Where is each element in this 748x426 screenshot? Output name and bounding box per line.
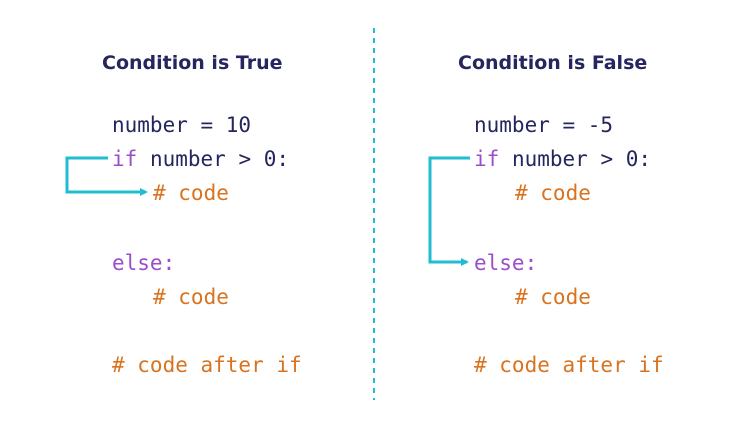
left-else-line: else: xyxy=(112,251,176,275)
right-if-keyword: if xyxy=(474,147,500,171)
left-if-line: if number > 0: xyxy=(112,149,289,170)
right-if-condition: number > 0: xyxy=(499,147,652,171)
left-if-body: # code xyxy=(153,181,229,205)
right-else-body: # code xyxy=(515,285,591,309)
right-if-body: # code xyxy=(515,181,591,205)
right-if-line: if number > 0: xyxy=(474,149,651,170)
left-panel-title: Condition is True xyxy=(102,52,283,74)
left-else-body: # code xyxy=(153,285,229,309)
right-false-branch-arrow xyxy=(428,156,470,266)
left-after-line: # code after if xyxy=(112,353,302,377)
left-if-condition: number > 0: xyxy=(137,147,290,171)
right-after-line: # code after if xyxy=(474,353,664,377)
left-assign-line: number = 10 xyxy=(112,113,252,137)
right-else-line: else: xyxy=(474,251,538,275)
left-if-keyword: if xyxy=(112,147,138,171)
right-assign-line: number = -5 xyxy=(474,113,614,137)
left-true-branch-arrow xyxy=(65,156,148,196)
right-panel-title: Condition is False xyxy=(458,52,648,74)
